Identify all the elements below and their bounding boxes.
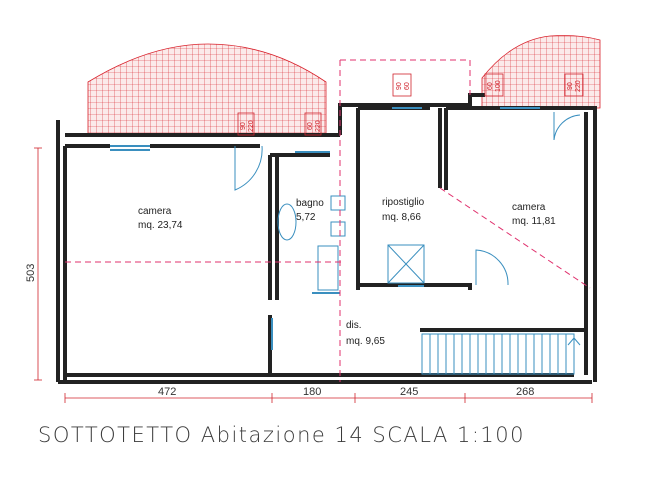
dimension-bottom-3: 245 — [400, 386, 418, 398]
camera-left-area: mq. 23,74 — [138, 220, 183, 231]
dis-area: mq. 9,65 — [346, 336, 385, 347]
window-mark-5b: 220 — [575, 80, 582, 92]
dimension-bottom-4: 268 — [516, 386, 534, 398]
window-mark-1a: 90 — [240, 122, 247, 130]
bathroom-fixtures — [277, 195, 425, 291]
window-mark-1b: 220 — [248, 120, 255, 132]
stairs — [421, 333, 581, 375]
camera-right-area: mq. 11,81 — [512, 216, 556, 227]
dimension-bottom-1: 472 — [158, 386, 176, 398]
walls — [56, 93, 597, 384]
window-mark-2b: 220 — [315, 120, 322, 132]
terrace-right — [481, 35, 601, 109]
dimension-height: 503 — [25, 264, 37, 282]
window-mark-2a: 60 — [307, 122, 314, 130]
ripostiglio-area: mq. 8,66 — [382, 212, 421, 223]
bagno-area: 5,72 — [296, 212, 316, 223]
bagno-name: bagno — [296, 198, 324, 209]
window-mark-3b: 60 — [404, 82, 411, 90]
windows — [110, 107, 540, 350]
window-mark-4b: 100 — [495, 80, 502, 92]
window-markers — [237, 73, 584, 136]
window-mark-3a: 90 — [396, 82, 403, 90]
dashed-lines — [65, 59, 591, 382]
doors — [234, 112, 581, 286]
dimension-lines — [34, 147, 593, 403]
ripostiglio-name: ripostiglio — [382, 197, 425, 208]
camera-left-name: camera — [138, 206, 172, 217]
window-mark-5a: 90 — [567, 82, 574, 90]
window-mark-4a: 60 — [487, 82, 494, 90]
plan-caption: SOTTOTETTO Abitazione 14 SCALA 1:100 — [38, 423, 526, 447]
camera-right-name: camera — [512, 202, 546, 213]
dis-name: dis. — [346, 320, 362, 331]
dimension-bottom-2: 180 — [303, 386, 321, 398]
terrace-left — [87, 43, 327, 136]
